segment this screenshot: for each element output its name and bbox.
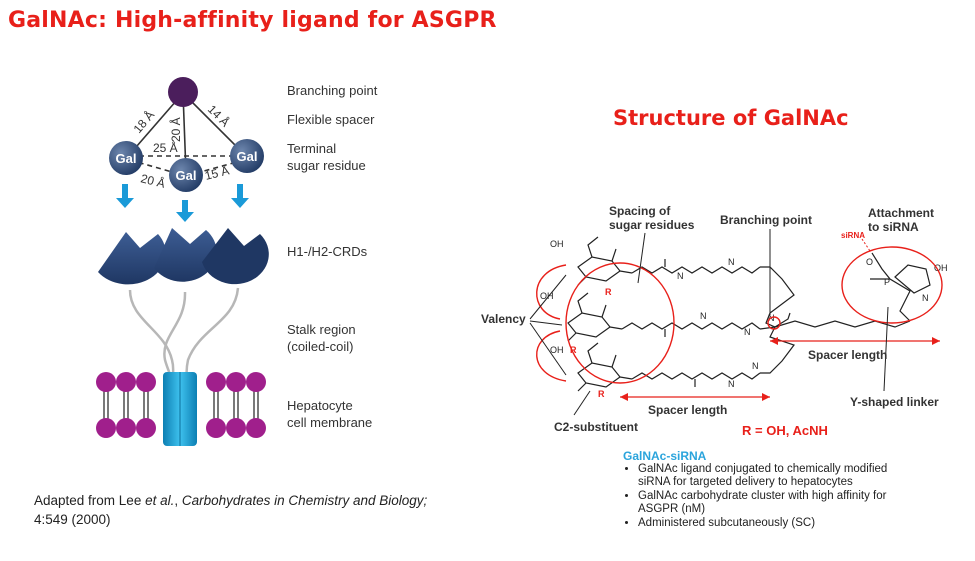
label-branching: Branching point (720, 213, 812, 227)
oh-label-3: OH (550, 345, 564, 355)
label-crds: H1-/H2-CRDs (287, 244, 368, 259)
distance-bottom-left: 20 Å (139, 170, 167, 191)
sirna-tag: siRNA (841, 231, 865, 240)
label-branching-point: Branching point (287, 83, 378, 98)
pointer-lines (529, 229, 889, 416)
svg-text:Gal: Gal (116, 151, 137, 166)
label-spacer-length-right: Spacer length (808, 348, 888, 362)
r-label-1: R (605, 287, 612, 297)
info-bullet: Administered subcutaneously (SC) (638, 517, 908, 530)
highlight-branching (767, 316, 781, 330)
n-label-2: N (728, 257, 735, 267)
r-label-3: R (598, 389, 605, 399)
distance-right: 14 Å (205, 102, 233, 130)
svg-text:Gal: Gal (176, 168, 197, 183)
label-c2: C2-substituent (554, 420, 638, 434)
oh-label-ring: OH (934, 263, 948, 273)
arrow-icons (116, 184, 249, 222)
highlight-spacing (565, 262, 675, 384)
asgpr-diagram: 18 Å 20 Å 14 Å 25 Å 20 Å 15 Å Gal Gal Ga… (96, 77, 269, 446)
n-label-3: N (700, 311, 707, 321)
label-spacer-length-bottom: Spacer length (648, 403, 728, 417)
oh-label-2: OH (540, 291, 554, 301)
label-flexible-spacer: Flexible spacer (287, 112, 375, 127)
info-heading: GalNAc-siRNA (623, 449, 707, 463)
sugar-rings (567, 236, 633, 392)
gal-node-middle: Gal (169, 158, 203, 192)
distance-middle: 20 Å (168, 117, 183, 142)
gal-node-left: Gal (109, 141, 143, 175)
info-list: GalNAc ligand conjugated to chemically m… (614, 463, 908, 531)
label-membrane: Hepatocyte cell membrane (287, 398, 373, 430)
label-valency: Valency (481, 312, 526, 326)
svg-text:Gal: Gal (237, 149, 258, 164)
r-note: R = OH, AcNH (742, 423, 828, 438)
page-title: GalNAc: High-affinity ligand for ASGPR (8, 8, 497, 33)
source-caption: Adapted from Lee et al., Carbohydrates i… (34, 493, 428, 527)
gal-node-right: Gal (230, 139, 264, 173)
label-y-shaped: Y-shaped linker (850, 395, 939, 409)
distance-left: 18 Å (130, 107, 157, 136)
spacer-arrows (620, 337, 940, 401)
crd-pacmen (98, 228, 269, 285)
o-label-ring: O (866, 257, 873, 267)
label-terminal-sugar: Terminal sugar residue (287, 141, 366, 173)
oh-label-1: OH (550, 239, 564, 249)
info-bullet: GalNAc carbohydrate cluster with high af… (638, 490, 908, 516)
membrane (96, 372, 266, 446)
p-label: P (884, 277, 890, 287)
spacer-chains (621, 259, 911, 387)
distance-bottom-right: 15 Å (203, 162, 231, 183)
valency-arcs (536, 264, 567, 382)
info-bullet: GalNAc ligand conjugated to chemically m… (638, 463, 908, 489)
n-label-ring: N (922, 293, 929, 303)
n-label-4: N (744, 327, 751, 337)
distance-top: 25 Å (153, 140, 178, 155)
label-spacing: Spacing of sugar residues (609, 204, 695, 232)
galnac-structure: N N N N N N N OH OH OH R R R P N OH O si… (529, 229, 948, 416)
r-label-2: R (570, 345, 577, 355)
label-stalk: Stalk region (coiled-coil) (287, 322, 356, 354)
branching-point-node (168, 77, 198, 107)
label-attachment: Attachment to siRNA (868, 206, 935, 234)
n-label-6: N (752, 361, 759, 371)
n-label-1: N (677, 271, 684, 281)
structure-heading: Structure of GalNAc (613, 106, 849, 130)
linker-group (870, 252, 931, 322)
n-label-5: N (728, 379, 735, 389)
highlight-attachment (841, 246, 943, 324)
